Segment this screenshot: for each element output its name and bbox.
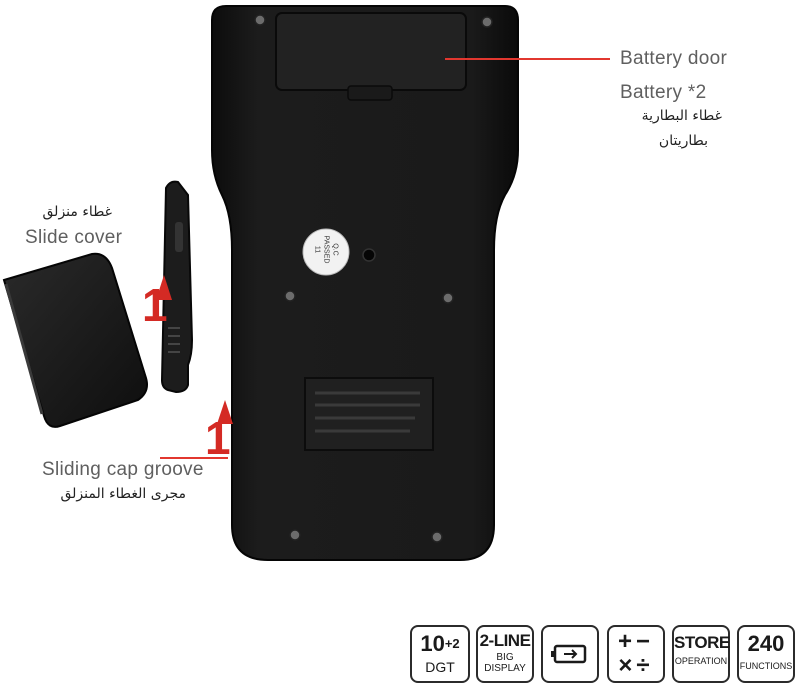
badge-digits-sup: +2 [444, 636, 460, 651]
qc-line2: PASSED [322, 235, 330, 264]
battery-door-arabic-label: غطاء البطارية [641, 108, 722, 124]
reset-hole [362, 248, 376, 262]
arrow-lower [217, 400, 233, 424]
sliding-cap-groove-arabic-label: مجرى الغطاء المنزلق [60, 486, 186, 502]
screw-mid-right [442, 292, 454, 304]
slide-cover-label: Slide cover [25, 227, 123, 248]
battery-icon [551, 644, 587, 664]
badge-functions: 240 FUNCTIONS [737, 625, 795, 683]
badge-two-line-sub2: DISPLAY [484, 663, 526, 674]
qc-sticker-text: Q.C PASSED 11 [313, 228, 340, 272]
badge-battery [541, 625, 599, 683]
badge-operations: +− ×÷ [607, 625, 665, 683]
badge-store-sub: OPERATION [674, 656, 728, 666]
screw-top-right [481, 16, 493, 28]
slide-cover-arabic-label: غطاء منزلق [42, 204, 113, 220]
slide-cover-piece [2, 252, 148, 428]
badge-ops-bottom: ×÷ [618, 652, 654, 679]
badge-store: STORE OPERATION [672, 625, 730, 683]
arrow-upper [156, 275, 172, 300]
qc-line3: 11 [313, 245, 321, 254]
qc-line1: Q.C [331, 243, 339, 256]
badge-store-main: STORE [674, 633, 730, 652]
screw-bottom-right [431, 531, 443, 543]
calculator-side-profile [160, 180, 194, 394]
calculator-body [211, 5, 519, 561]
label-plate [304, 377, 434, 451]
badge-digits-main: 10 [420, 631, 445, 656]
battery-door-leader-line [445, 58, 610, 60]
step-marker-lower: 1 [205, 412, 231, 464]
battery-door-latch [347, 85, 393, 101]
side-groove [175, 222, 183, 252]
badge-digits-sub: DGT [425, 659, 455, 675]
qc-sticker [302, 228, 350, 276]
screw-mid-left [284, 290, 296, 302]
sliding-cap-groove-label: Sliding cap groove [42, 459, 204, 480]
badge-two-line: 2-LINE BIG DISPLAY [476, 625, 534, 683]
badge-functions-sub: FUNCTIONS [739, 661, 793, 671]
battery-door-label: Battery door [620, 48, 728, 69]
badge-ops-top: +− [617, 628, 655, 655]
screw-bottom-left [289, 529, 301, 541]
groove-leader-line [160, 457, 228, 459]
badge-two-line-sub1: BIG [496, 652, 514, 663]
badge-functions-main: 240 [747, 631, 785, 656]
badge-two-line-main: 2-LINE [479, 631, 531, 650]
battery-door [275, 12, 467, 91]
batteries-arabic-label: بطاريتان [658, 133, 708, 149]
screw-top-left [254, 14, 266, 26]
step-marker-upper: 1 [142, 279, 168, 331]
battery-count-label: Battery *2 [620, 82, 707, 103]
badge-digits: 10+2 DGT [410, 625, 470, 683]
